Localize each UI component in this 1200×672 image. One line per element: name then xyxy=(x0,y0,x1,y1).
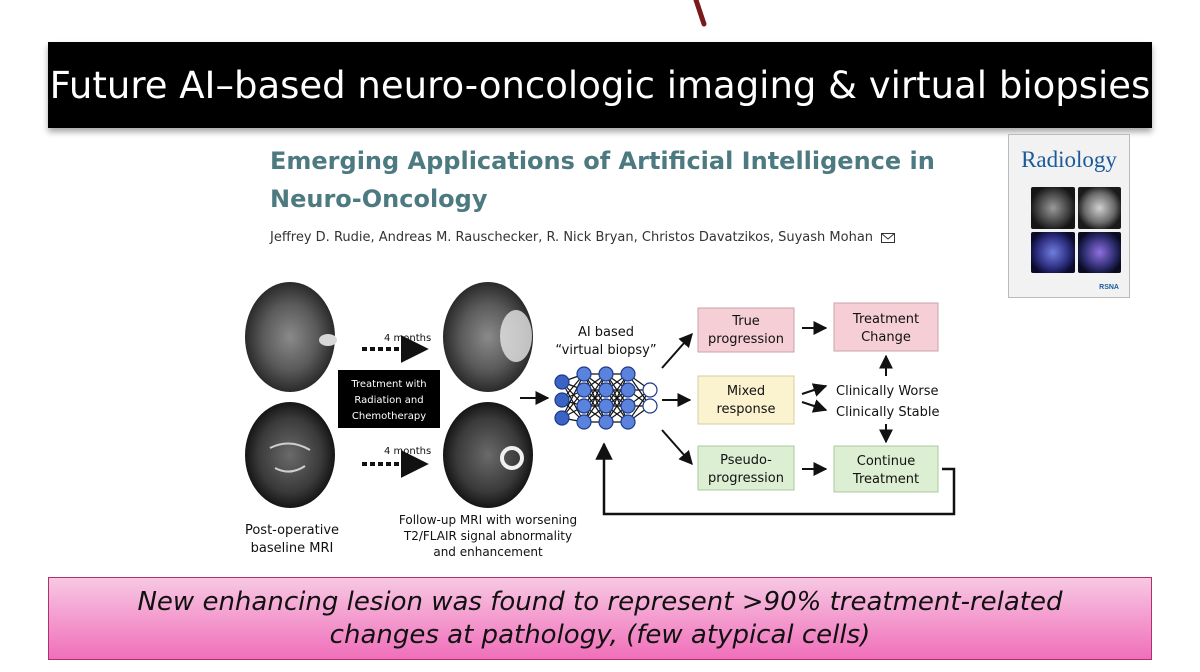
network-node xyxy=(642,382,658,398)
paper-title: Emerging Applications of Artificial Inte… xyxy=(270,142,990,218)
banner-line-2: changes at pathology, (few atypical cell… xyxy=(329,619,871,650)
pseudoprogression-box xyxy=(697,445,795,491)
interval-label-top: 4 months xyxy=(384,333,431,344)
network-node xyxy=(576,366,592,382)
network-node xyxy=(620,414,636,430)
clinically-worse-label: Clinically Worse xyxy=(836,384,938,399)
baseline-t1-mri xyxy=(245,402,335,508)
network-node xyxy=(598,398,614,414)
network-node xyxy=(576,398,592,414)
arrow-to-clinically-worse xyxy=(801,383,828,397)
red-pen-mark-icon xyxy=(693,0,707,27)
cover-image-grid xyxy=(1031,187,1121,273)
cover-image xyxy=(1077,187,1121,229)
network-node xyxy=(598,366,614,382)
neural-network-icon xyxy=(554,366,658,430)
network-node xyxy=(642,398,658,414)
baseline-caption-2: baseline MRI xyxy=(251,541,334,556)
slide-title: Future AI–based neuro-oncologic imaging … xyxy=(49,63,1151,107)
network-node xyxy=(620,366,636,382)
clinically-stable-label: Clinically Stable xyxy=(836,405,940,420)
true-progression-line-2: progression xyxy=(708,332,784,347)
arrow-to-pseudoprogression xyxy=(661,429,693,466)
pseudoprogression-line-1: Pseudo- xyxy=(720,453,772,468)
feedback-loop-arrow xyxy=(595,442,956,516)
network-node xyxy=(576,414,592,430)
network-connection xyxy=(561,373,585,419)
baseline-flair-mri xyxy=(245,282,337,392)
arrow-to-clinically-stable xyxy=(801,399,828,413)
mixed-response-line-2: response xyxy=(716,402,775,417)
baseline-caption-1: Post-operative xyxy=(245,523,339,538)
treatment-line-2: Radiation and xyxy=(354,395,423,406)
network-node xyxy=(576,382,592,398)
true-progression-line-1: True xyxy=(731,314,760,329)
ai-label-2: “virtual biopsy” xyxy=(555,343,656,358)
journal-name: Radiology xyxy=(1021,147,1117,172)
treatment-line-1: Treatment with xyxy=(350,379,426,390)
network-node xyxy=(598,414,614,430)
virtual-biopsy-diagram: 4 months 4 months Treatment with Radiati… xyxy=(245,282,956,559)
paper-title-line-2: Neuro-Oncology xyxy=(270,185,488,213)
network-node xyxy=(554,410,570,426)
publisher-logo: RSNA xyxy=(1099,284,1119,291)
followup-caption-2: T2/FLAIR signal abnormality xyxy=(403,529,572,543)
followup-flair-mri xyxy=(443,282,533,392)
continue-treatment-line-2: Treatment xyxy=(852,472,919,487)
cover-image xyxy=(1077,231,1121,273)
network-connection xyxy=(583,373,607,423)
mail-icon[interactable] xyxy=(881,232,896,243)
network-node xyxy=(554,392,570,408)
treatment-box xyxy=(338,370,440,428)
mixed-response-line-1: Mixed xyxy=(727,384,765,399)
network-node xyxy=(620,382,636,398)
followup-t1-mri xyxy=(443,402,533,508)
network-node xyxy=(598,382,614,398)
treatment-change-line-1: Treatment xyxy=(852,312,919,327)
banner-line-1: New enhancing lesion was found to repres… xyxy=(137,586,1063,617)
continue-treatment-box xyxy=(833,445,939,493)
interval-label-bottom: 4 months xyxy=(384,446,431,457)
cover-image xyxy=(1031,187,1075,229)
network-node xyxy=(620,398,636,414)
treatment-change-box xyxy=(833,302,939,352)
paper-authors: Jeffrey D. Rudie, Andreas M. Rauschecker… xyxy=(270,230,950,245)
paper-title-line-1: Emerging Applications of Artificial Inte… xyxy=(270,147,935,175)
slide-title-bar: Future AI–based neuro-oncologic imaging … xyxy=(48,42,1152,128)
followup-caption-1: Follow-up MRI with worsening xyxy=(399,513,577,527)
treatment-line-3: Chemotherapy xyxy=(352,411,426,422)
pseudoprogression-line-2: progression xyxy=(708,471,784,486)
network-connection xyxy=(561,381,585,423)
ai-label-1: AI based xyxy=(578,325,634,340)
network-connection xyxy=(605,373,629,423)
cover-image xyxy=(1031,231,1075,273)
followup-caption-3: and enhancement xyxy=(433,545,543,559)
true-progression-box xyxy=(697,307,795,353)
arrow-to-true-progression xyxy=(661,332,693,369)
continue-treatment-line-1: Continue xyxy=(857,454,915,469)
journal-cover: Radiology RSNA xyxy=(1008,134,1130,298)
conclusion-banner: New enhancing lesion was found to repres… xyxy=(48,577,1152,660)
mixed-response-box xyxy=(697,375,795,425)
treatment-change-line-2: Change xyxy=(861,330,911,345)
network-node xyxy=(554,374,570,390)
authors-text: Jeffrey D. Rudie, Andreas M. Rauschecker… xyxy=(270,230,874,245)
